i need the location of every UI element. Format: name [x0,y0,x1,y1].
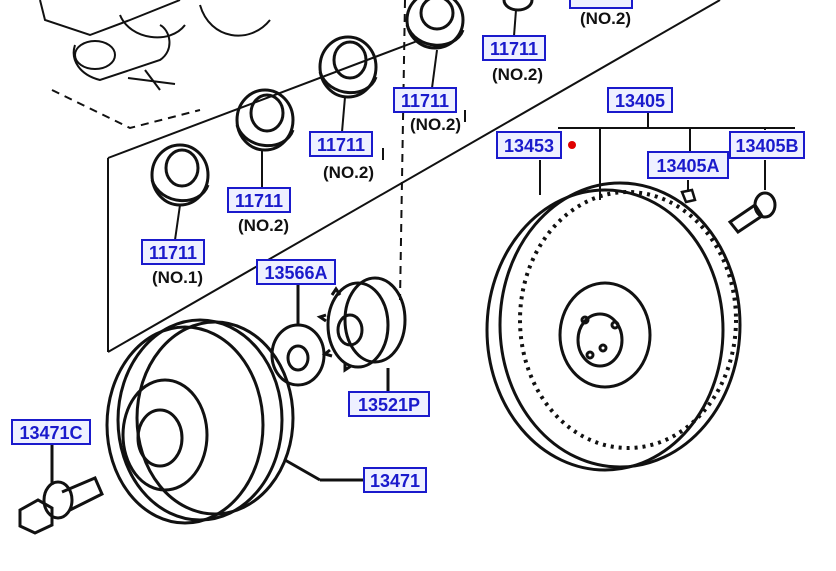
note-no2-a: (NO.2) [323,163,374,182]
flywheel [485,181,742,472]
callout-washer: 13566A [256,259,336,285]
bearing-shell-no2-b [318,35,378,99]
note-no2-c: (NO.2) [492,65,543,84]
svg-text:13405A: 13405A [656,156,719,176]
flywheel-bolt [727,191,777,235]
bearing-shell-no2-c [405,0,465,50]
svg-text:13471C: 13471C [19,423,82,443]
svg-text:13566A: 13566A [264,263,327,283]
flywheel-pin [680,188,697,204]
svg-text:13405: 13405 [615,91,665,111]
svg-text:11711: 11711 [235,191,283,211]
note-no1: (NO.1) [152,268,203,287]
callout-bearing-no2-top [569,0,633,9]
flywheel-leaders [539,113,795,200]
callout-bearing-no2-a: 11711 [309,131,373,157]
callout-bearing-no1: 11711 [141,239,205,265]
callout-bearing-no2-d: 11711 [227,187,291,213]
callout-flywheel-bolt: 13405B [729,131,805,159]
note-no2-b: (NO.2) [410,115,461,134]
crank-pulley [105,318,365,525]
svg-text:11711: 11711 [401,91,449,111]
callout-ring-gear: 13453 [496,131,562,159]
callout-timing-gear: 13521P [348,391,430,417]
callout-flywheel-pin: 13405A [647,151,729,179]
note-no2-top: (NO.2) [580,9,631,28]
svg-text:11711: 11711 [149,243,197,263]
svg-text:11711: 11711 [490,39,538,59]
bearing-shell-no1 [150,143,210,207]
bearing-leaders [174,9,517,241]
bearing-shell-top [502,0,534,12]
svg-text:13405B: 13405B [735,136,798,156]
bearing-shell-no2-a [235,88,295,152]
svg-text:13471: 13471 [370,471,420,491]
thrust-washer [270,285,326,387]
crankshaft-end [39,0,271,91]
svg-text:13521P: 13521P [358,395,420,415]
callout-pulley-bolt: 13471C [11,419,91,445]
pulley-bolt [18,445,104,535]
note-no2-d: (NO.2) [238,216,289,235]
bearing-panel-outline [107,0,721,353]
callout-pulley: 13471 [363,467,427,493]
callout-flywheel-assy: 13405 [607,87,673,113]
svg-text:11711: 11711 [317,135,365,155]
dashed-guides [51,0,406,301]
svg-text:13453: 13453 [504,136,554,156]
timing-gear [316,276,407,392]
red-marker [568,141,576,149]
callout-bearing-no2-b: 11711 [393,87,457,113]
callout-bearing-no2-c: 11711 [482,35,546,61]
